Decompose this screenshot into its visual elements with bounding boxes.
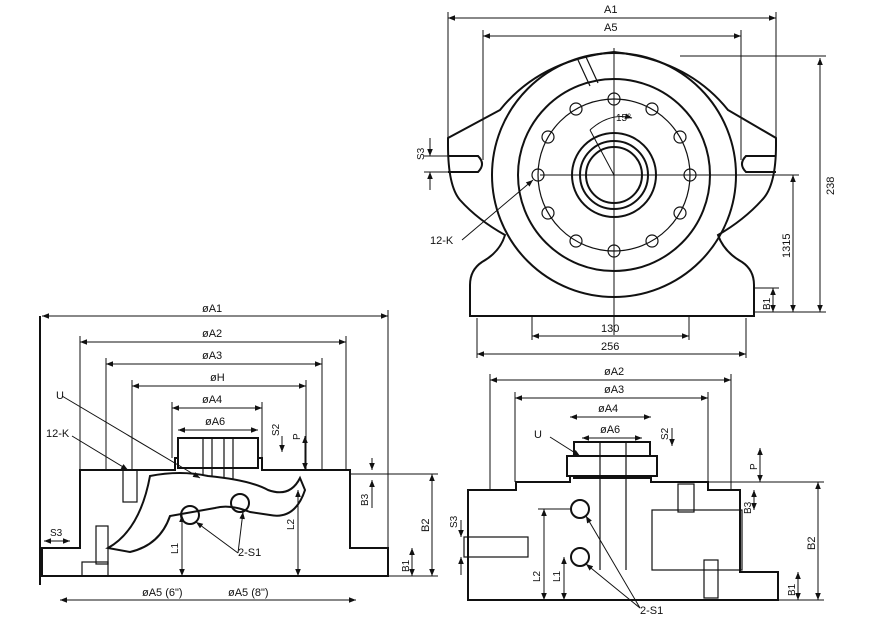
top-label-12k: 12-K	[430, 235, 454, 247]
dim-256: 256	[601, 341, 619, 353]
left-label-u: U	[56, 390, 64, 402]
right-s1-hole-a	[570, 499, 590, 519]
right-dim-p: P	[749, 463, 760, 470]
left-dim-oh: øH	[210, 372, 225, 384]
dim-a1: A1	[604, 4, 617, 16]
right-dim-oa2: øA2	[604, 366, 624, 378]
right-dim-s2: S2	[660, 427, 671, 440]
left-dim-oa6: øA6	[205, 416, 225, 428]
top-housing-outline	[447, 50, 777, 317]
right-dim-b2: B2	[806, 537, 818, 550]
left-dim-b3: B3	[360, 493, 371, 506]
left-label-12k: 12-K	[46, 428, 70, 440]
top-dim-s3: S3	[416, 147, 427, 160]
right-dim-s3: S3	[449, 515, 460, 528]
dim-a5: A5	[604, 22, 617, 34]
left-dim-a5-8in: øA5 (8")	[228, 587, 269, 599]
left-dim-a5-6in: øA5 (6")	[142, 587, 183, 599]
right-dim-oa6: øA6	[600, 424, 620, 436]
left-dim-l2: L2	[286, 518, 297, 530]
left-dim-l1: L1	[170, 542, 181, 554]
left-base-outline	[41, 457, 389, 577]
dim-1315: 1315	[781, 234, 793, 258]
right-s1-hole-b	[570, 547, 590, 567]
right-dim-l1: L1	[552, 570, 563, 582]
left-dim-p: P	[292, 433, 303, 440]
angle-label: 15°	[616, 113, 631, 124]
bolt-holes	[531, 92, 697, 258]
right-dim-l2: L2	[532, 570, 543, 582]
right-dim-b1: B1	[787, 583, 798, 596]
right-slot	[741, 155, 776, 173]
left-slot	[448, 155, 483, 173]
right-label-u: U	[534, 429, 542, 441]
left-label-2s1: 2-S1	[238, 547, 261, 559]
dim-130: 130	[601, 323, 619, 335]
right-dim-oa4: øA4	[598, 403, 618, 415]
left-dim-b1: B1	[401, 559, 412, 572]
left-dim-b2: B2	[420, 519, 432, 532]
left-dim-s2: S2	[271, 423, 282, 436]
right-section-view: øA2 øA3 øA4 øA6 U S2 P B3 B2 B1 S3 L2 L1…	[449, 366, 824, 617]
left-dim-oa1: øA1	[202, 303, 222, 315]
right-label-2s1: 2-S1	[640, 605, 663, 617]
left-dim-oa2: øA2	[202, 328, 222, 340]
left-section-view: øA1 øA2 øA3 øH øA4 øA6 U 12-K S2 P B3 B2…	[39, 303, 438, 603]
left-dim-oa4: øA4	[202, 394, 222, 406]
left-dim-oa3: øA3	[202, 350, 222, 362]
dim-238: 238	[825, 177, 837, 195]
top-dim-b1: B1	[762, 297, 773, 310]
right-dim-b3: B3	[743, 501, 754, 514]
left-dim-s3: S3	[50, 528, 63, 539]
top-view: 15° A1 A5 S3 12-K 238 1315 B1 130	[416, 4, 837, 358]
right-base-outline	[467, 475, 779, 601]
left-break-section	[105, 472, 307, 554]
right-dim-oa3: øA3	[604, 384, 624, 396]
left-hub	[177, 437, 259, 469]
